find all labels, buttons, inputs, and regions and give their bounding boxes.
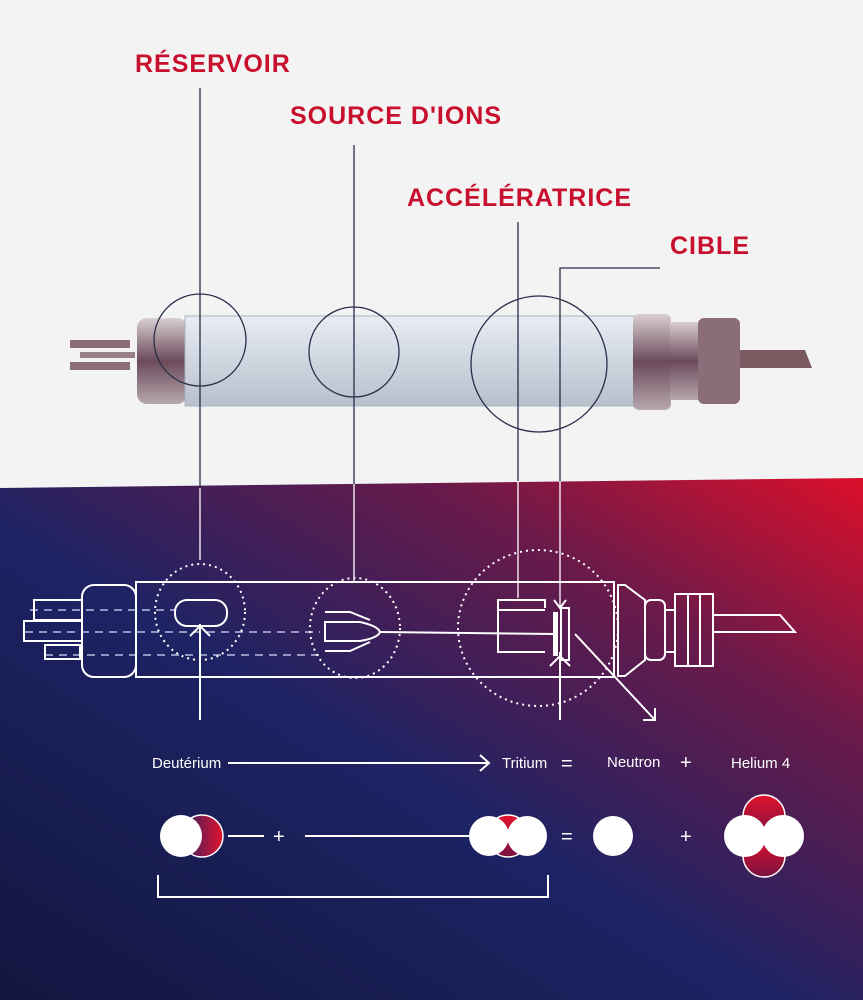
equals-sign-2: = <box>561 826 573 848</box>
accelerator-callout-circle <box>470 295 608 433</box>
neutron-label: Neutron <box>607 754 660 771</box>
deuterium-nucleus-icon <box>160 814 224 858</box>
neutron-icon <box>593 816 633 856</box>
tube-photo <box>70 314 812 410</box>
label-reservoir: RÉSERVOIR <box>135 49 291 78</box>
reaction-arrowhead <box>479 754 491 772</box>
target-plate <box>553 612 558 656</box>
plus-sign: + <box>680 752 692 774</box>
tube-schematic <box>23 549 798 721</box>
bracket <box>157 875 549 898</box>
label-ion-source: SOURCE D'IONS <box>290 102 502 130</box>
plus-sign-2: + <box>273 826 285 848</box>
plus-sign-3: + <box>680 826 692 848</box>
tritium-label: Tritium <box>502 755 547 772</box>
helium-nucleus-icon <box>724 794 804 878</box>
label-accelerator: ACCÉLÉRATRICE <box>407 183 632 212</box>
helium-label: Helium 4 <box>731 755 790 772</box>
ion-source-dotted-circle <box>309 577 401 679</box>
gradient-panel <box>0 478 863 1000</box>
deuterium-label: Deutérium <box>152 755 221 772</box>
tritium-nucleus-icon <box>469 814 547 858</box>
neutron-emission-arrow <box>574 633 656 721</box>
equals-sign: = <box>561 753 573 775</box>
label-target: CIBLE <box>670 232 750 260</box>
